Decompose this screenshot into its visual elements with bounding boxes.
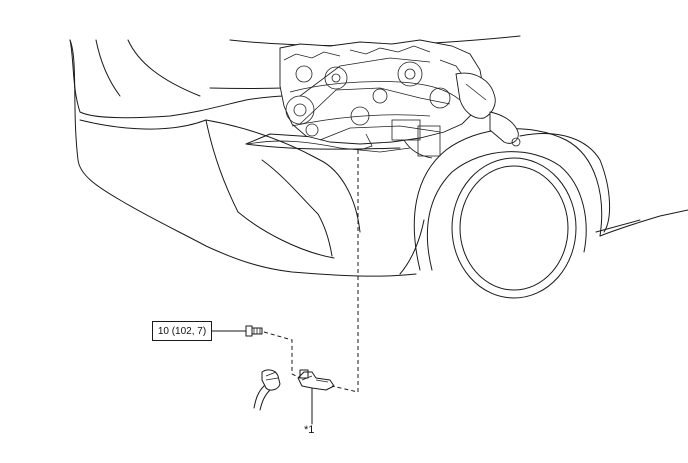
part-ref-label: *1	[304, 424, 315, 436]
headlight-assembly	[413, 128, 688, 299]
leader-line-bolt	[263, 331, 301, 379]
connector-icon	[253, 369, 281, 411]
torque-spec-callout: 10 (102, 7)	[152, 321, 212, 341]
engine-compartment	[247, 39, 521, 159]
bolt-icon	[211, 325, 263, 337]
sensor-icon	[297, 369, 335, 425]
leader-line-vertical	[331, 150, 359, 393]
